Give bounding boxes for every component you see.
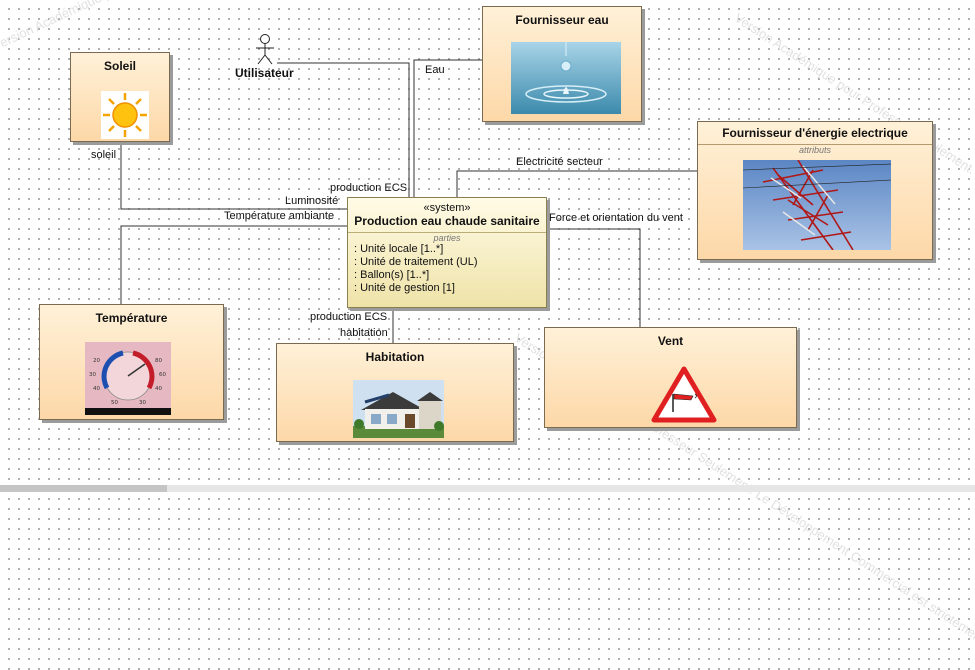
block-title: Fournisseur eau [515,13,609,27]
connector-label-electricite: Electricité secteur [516,156,603,168]
svg-text:30: 30 [139,400,146,406]
block-habitation[interactable]: Habitation [276,343,514,442]
block-title: Soleil [103,59,136,73]
actor-label: Utilisateur [235,66,294,80]
connector-temperature [120,225,347,305]
connector-label-habitation: habitation [340,327,388,339]
part-item: : Unité de traitement (UL) [354,256,478,268]
block-fournisseur-eau[interactable]: Fournisseur eau [482,6,642,122]
block-fournisseur-energie[interactable]: Fournisseur d'énergie electrique attribu… [697,121,933,260]
power-pylon-icon [742,159,892,251]
connector-lines [120,59,697,343]
scrollbar-thumb[interactable] [0,485,167,492]
connector-label-luminosite: Luminosité [285,195,339,207]
compartment-label: parties [433,233,461,243]
stereotype-label: «system» [423,202,471,214]
actor-utilisateur[interactable] [247,33,287,83]
connector-label-vent: Force et orientation du vent [549,212,683,224]
block-vent[interactable]: Vent [544,327,797,428]
block-title: Température [95,311,168,325]
compartment-label: attributs [798,145,831,155]
part-item: : Unité de gestion [1] [354,282,455,294]
svg-text:30: 30 [89,372,96,378]
sun-icon [101,91,149,139]
part-item: : Ballon(s) [1..*] [354,269,430,281]
house-icon [353,380,444,438]
svg-text:80: 80 [155,358,162,364]
connector-label-production-ecs: production ECS [330,182,408,194]
block-temperature[interactable]: Température 20 30 40 80 60 40 50 30 [39,304,224,420]
system-block[interactable]: «system» Production eau chaude sanitaire… [347,197,547,308]
connector-soleil [120,140,347,210]
wind-warning-icon [651,366,717,423]
part-item: : Unité locale [1..*] [354,243,444,255]
svg-text:40: 40 [155,386,162,392]
connector-label-soleil: soleil [91,149,117,161]
svg-text:20: 20 [93,358,100,364]
svg-text:50: 50 [111,400,118,406]
system-title: Production eau chaude sanitaire [354,214,540,228]
thermometer-icon: 20 30 40 80 60 40 50 30 [85,342,171,415]
block-soleil[interactable]: Soleil [70,52,170,142]
block-title: Fournisseur d'énergie electrique [722,126,908,140]
connector-label-temperature-ambiante: Température ambiante [224,210,335,222]
block-title: Vent [657,334,684,348]
connector-vent [546,228,641,327]
water-drop-icon [511,42,621,114]
svg-text:40: 40 [93,386,100,392]
connector-label-production-ecs-habitation: production ECS [310,311,388,323]
stick-figure-icon [256,34,274,65]
connector-label-eau: Eau [425,64,445,76]
block-title: Habitation [365,350,425,364]
horizontal-scrollbar[interactable] [0,485,975,492]
svg-text:60: 60 [159,372,166,378]
connector-electricite [456,170,697,197]
connector-utilisateur [277,62,410,197]
connector-eau [413,59,482,197]
